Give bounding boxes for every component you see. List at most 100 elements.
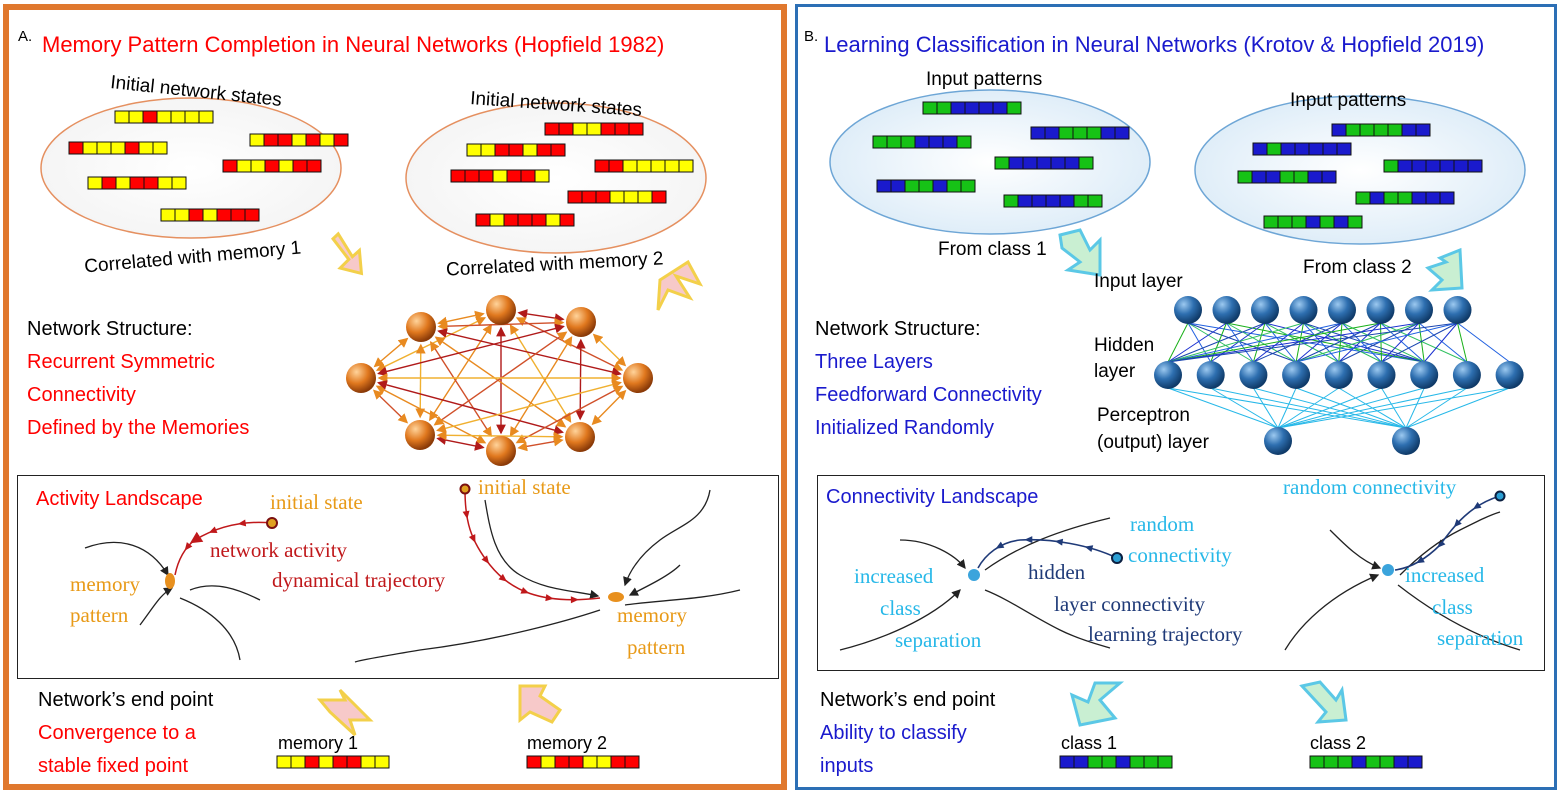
pink-arrow-icon: [331, 231, 364, 276]
pattern-cell: [978, 101, 994, 115]
pattern-cell: [1279, 170, 1295, 184]
pattern-cell: [1087, 194, 1103, 208]
memory-2-bar: [526, 755, 640, 769]
feedforward-connection: [1341, 322, 1425, 363]
pattern-cell: [1073, 755, 1089, 769]
pattern-cell: [650, 159, 666, 173]
feedforward-connection: [1226, 322, 1254, 363]
output-connection: [1277, 387, 1382, 429]
pattern-cell: [1439, 191, 1455, 205]
output-connection: [1167, 387, 1279, 429]
class-1-label: class 1: [1061, 733, 1118, 753]
structure-line-b-3: Initialized Randomly: [815, 417, 994, 439]
recurrent-connection: [377, 380, 564, 435]
activity-trajectory-2: [464, 489, 601, 601]
pattern-cell: [278, 159, 294, 173]
pattern-cell: [595, 190, 611, 204]
pattern-cell: [304, 755, 320, 769]
pattern-cell: [609, 190, 625, 204]
pattern-cell: [1129, 755, 1145, 769]
memory-1-bar: [276, 755, 390, 769]
pattern-cell: [572, 122, 588, 136]
memory-pattern-bar: [594, 159, 694, 173]
pattern-cell: [586, 122, 602, 136]
recurrent-connection: [415, 343, 426, 419]
neuron-node: [406, 312, 436, 342]
pattern-cell: [184, 110, 200, 124]
pattern-cell: [290, 755, 306, 769]
pattern-cell: [1064, 156, 1080, 170]
pattern-cell: [464, 169, 480, 183]
structure-line-a-1: Recurrent Symmetric: [27, 351, 215, 373]
memory-pattern-bar: [87, 176, 187, 190]
pattern-cell: [1294, 142, 1310, 156]
pattern-cell: [1355, 191, 1371, 205]
input-patterns-label-2: Input patterns: [1290, 90, 1407, 111]
pattern-cell: [1307, 170, 1323, 184]
pattern-cell: [608, 159, 624, 173]
feedforward-connection: [1253, 322, 1343, 363]
feedforward-connection: [1226, 322, 1425, 363]
feedforward-network: [1154, 296, 1524, 455]
pattern-cell: [110, 141, 126, 155]
pattern-cell: [222, 159, 238, 173]
pattern-cell: [1087, 755, 1103, 769]
pattern-cell: [1101, 755, 1117, 769]
panel-a-title: Memory Pattern Completion in Neural Netw…: [42, 32, 665, 57]
pattern-cell: [1078, 156, 1094, 170]
structure-line-a-3: Defined by the Memories: [27, 417, 250, 439]
pattern-cell: [946, 179, 962, 193]
initial-state-dot: [459, 483, 471, 495]
layer-node: [1264, 427, 1292, 455]
pattern-cell: [904, 179, 920, 193]
pattern-cell: [1291, 215, 1307, 229]
trajectory-arrowhead: [468, 534, 476, 543]
pattern-cell: [114, 110, 130, 124]
class-1-bar: [1059, 755, 1173, 769]
neuron-node: [486, 295, 516, 325]
pattern-cell: [466, 143, 482, 157]
pattern-cell: [143, 176, 159, 190]
pattern-cell: [1411, 159, 1427, 173]
structure-line-b-2: Feedforward Connectivity: [815, 384, 1042, 406]
connectivity-landscape-box: [817, 475, 1545, 671]
pattern-cell: [1030, 126, 1046, 140]
pattern-cell: [1143, 755, 1159, 769]
pink-arrow-icon: [316, 688, 374, 737]
pattern-cell: [1336, 142, 1352, 156]
pattern-cell: [622, 159, 638, 173]
dynamical-trajectory-label: dynamical trajectory: [272, 568, 446, 592]
pattern-cell: [492, 169, 508, 183]
memory-pattern-bar: [567, 190, 667, 204]
neuron-node: [486, 436, 516, 466]
pattern-cell: [526, 755, 542, 769]
pattern-cell: [508, 143, 524, 157]
layer-node: [1174, 296, 1202, 324]
neuron-node: [623, 363, 653, 393]
feedforward-connection: [1167, 322, 1381, 363]
memory-pattern-bar: [475, 213, 575, 227]
increased-label-2a: increased: [1405, 563, 1485, 587]
memory-1-label: memory 1: [278, 733, 359, 753]
layer-node: [1392, 427, 1420, 455]
pattern-cell: [171, 176, 187, 190]
learning-trajectory-1: [977, 538, 1118, 569]
hidden-layer-label-b: layer: [1094, 361, 1136, 382]
layer-node: [1452, 361, 1481, 389]
end-line-b-1: Ability to classify: [820, 722, 967, 744]
pattern-cell: [596, 755, 612, 769]
pattern-cell: [964, 101, 980, 115]
pattern-cell: [174, 208, 190, 222]
pattern-cell: [1397, 159, 1413, 173]
pattern-cell: [942, 135, 958, 149]
input-patterns-ellipse-2: [1194, 95, 1526, 245]
pattern-cell: [636, 159, 652, 173]
feedforward-connection: [1381, 322, 1458, 363]
layer-node: [1282, 361, 1311, 389]
recurrent-connection: [517, 309, 565, 323]
pattern-cell: [1100, 126, 1116, 140]
pattern-cell: [101, 176, 117, 190]
panel-b-letter: B.: [804, 28, 819, 45]
pattern-cell: [305, 133, 321, 147]
memory-pattern-bar: [466, 143, 566, 157]
